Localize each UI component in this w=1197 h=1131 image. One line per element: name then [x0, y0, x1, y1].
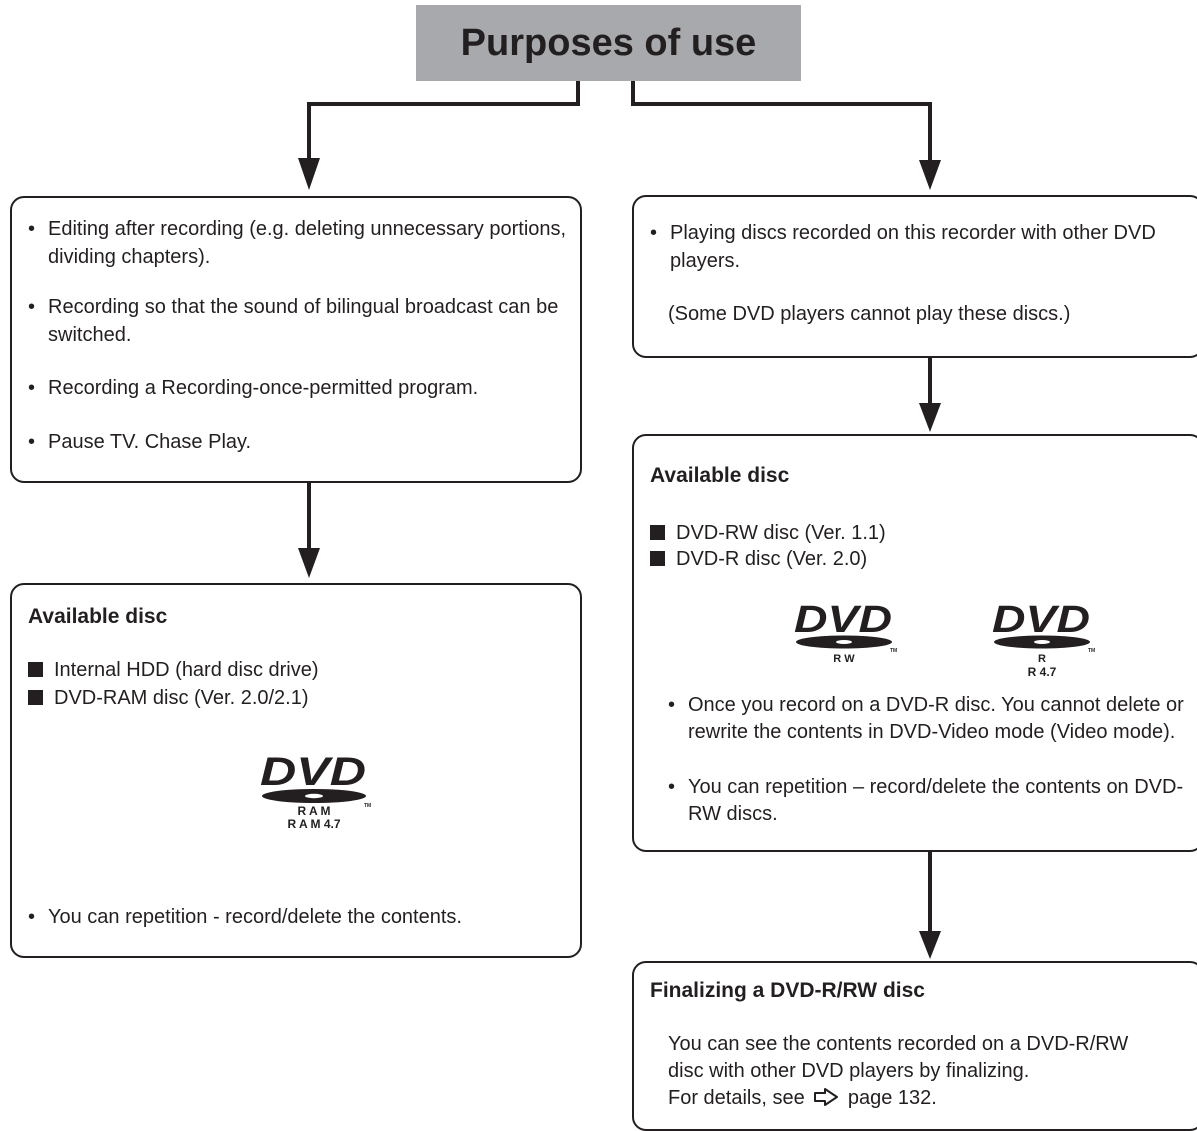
connector-title-left — [307, 81, 580, 160]
logo-capacity-label: R A M 4.7 — [287, 817, 340, 831]
right-disc-box: Available disc DVD-RW disc (Ver. 1.1) DV… — [632, 434, 1197, 852]
arrowhead-left-1 — [298, 158, 320, 190]
trademark-mark: TM — [364, 803, 371, 809]
left-disc-note: You can repetition - record/delete the c… — [28, 903, 578, 931]
disc-heading: Available disc — [28, 605, 168, 628]
arrowhead-right-3 — [919, 931, 941, 959]
arrowhead-left-2 — [298, 548, 320, 578]
left-usage-item: Recording a Recording-once-permitted pro… — [28, 374, 578, 402]
arrowhead-right-2 — [919, 403, 941, 432]
trademark-mark: TM — [890, 648, 897, 654]
dvd-ram-logo: DVD TM R A M R A M 4.7 — [260, 751, 371, 831]
finalize-reference-line: For details, see page 132. — [668, 1085, 937, 1112]
right-usage-note: (Some DVD players cannot play these disc… — [668, 303, 1071, 325]
page-reference-arrow-icon — [814, 1088, 839, 1106]
arrowhead-right-1 — [919, 160, 941, 190]
right-usage-box: Playing discs recorded on this recorder … — [632, 195, 1197, 358]
finalize-reference-prefix: For details, see — [668, 1087, 805, 1109]
right-disc-note: Once you record on a DVD-R disc. You can… — [668, 692, 1197, 746]
logo-capacity-label: R 4.7 — [1028, 665, 1057, 679]
finalize-text-line: disc with other DVD players by finalizin… — [668, 1060, 1030, 1082]
dvd-wordmark: DVD — [260, 751, 366, 794]
left-disc-box: Available disc Internal HDD (hard disc d… — [10, 583, 582, 958]
logo-format-label: R — [1038, 653, 1046, 665]
dvd-wordmark: DVD — [992, 600, 1090, 641]
logo-format-label: R W — [833, 653, 855, 665]
dvd-rw-logo: DVD TM R W — [794, 600, 897, 665]
right-disc-note: You can repetition – record/delete the c… — [668, 774, 1197, 828]
connector-title-right — [631, 81, 932, 162]
disc-type-item: Internal HDD (hard disc drive) — [28, 657, 319, 683]
right-usage-item: Playing discs recorded on this recorder … — [650, 219, 1197, 275]
finalize-heading: Finalizing a DVD-R/RW disc — [650, 979, 925, 1002]
dvd-r-logo: DVD TM R R 4.7 — [992, 600, 1095, 679]
disc-type-item: DVD-R disc (Ver. 2.0) — [650, 546, 867, 572]
logo-format-label: R A M — [297, 804, 330, 818]
finalize-box: Finalizing a DVD-R/RW disc You can see t… — [632, 961, 1197, 1131]
disc-heading: Available disc — [650, 464, 790, 487]
disc-type-item: DVD-RAM disc (Ver. 2.0/2.1) — [28, 685, 309, 711]
left-usage-box: Editing after recording (e.g. deleting u… — [10, 196, 582, 483]
left-usage-item: Editing after recording (e.g. deleting u… — [28, 215, 578, 271]
left-usage-item: Pause TV. Chase Play. — [28, 428, 578, 456]
dvd-wordmark: DVD — [794, 600, 892, 641]
finalize-page-link: page 132. — [847, 1087, 937, 1109]
diagram-title: Purposes of use — [416, 5, 801, 81]
finalize-text-line: You can see the contents recorded on a D… — [668, 1033, 1129, 1055]
disc-type-item: DVD-RW disc (Ver. 1.1) — [650, 520, 886, 546]
left-usage-item: Recording so that the sound of bilingual… — [28, 293, 578, 349]
trademark-mark: TM — [1088, 648, 1095, 654]
